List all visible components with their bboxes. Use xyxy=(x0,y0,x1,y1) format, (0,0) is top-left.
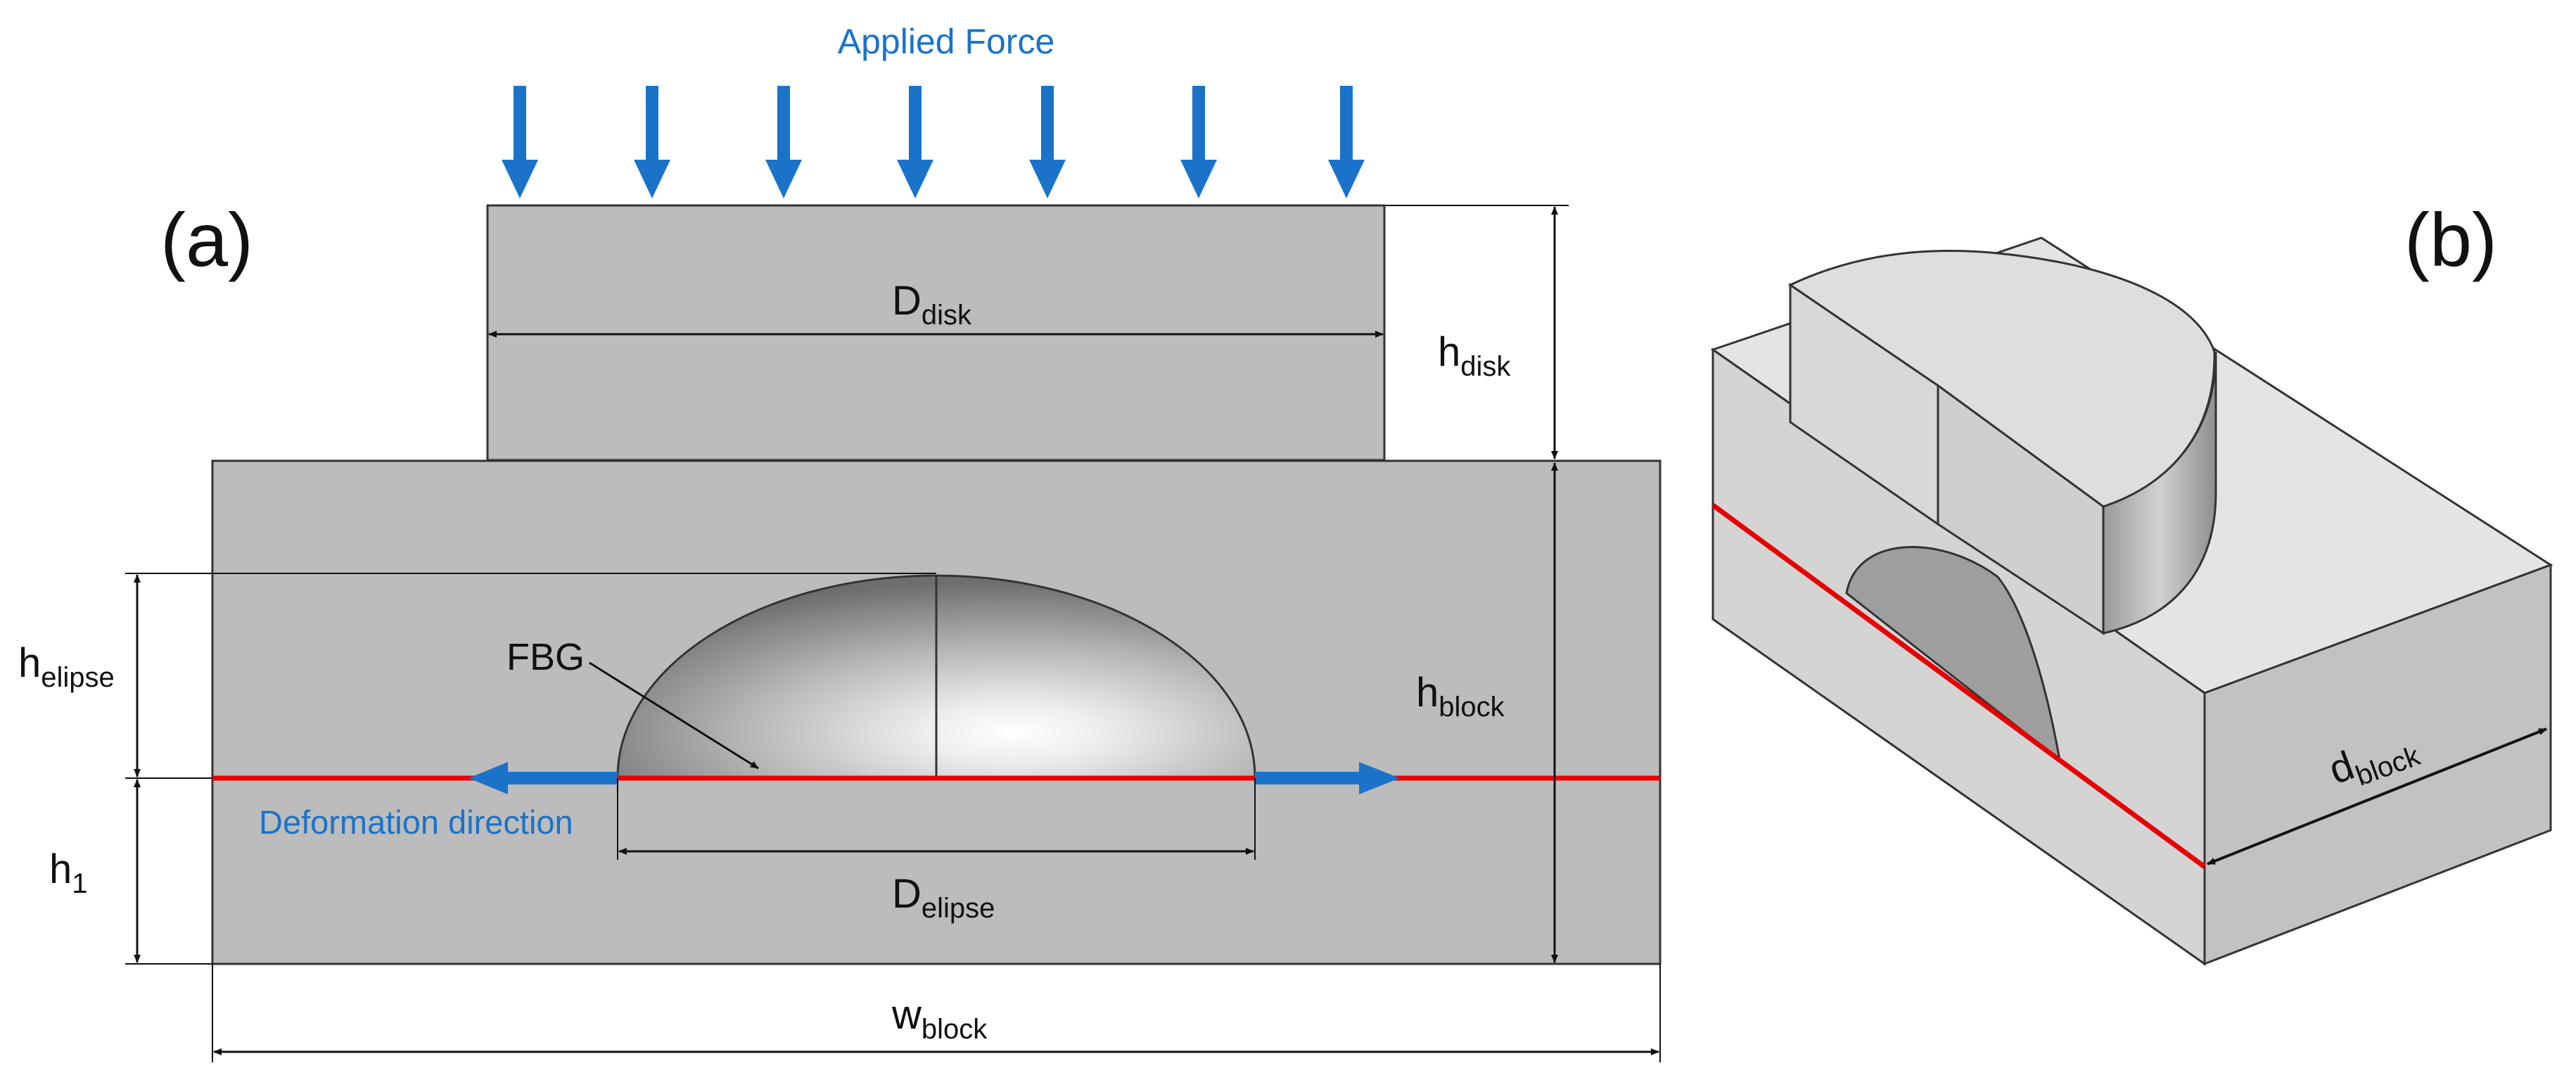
h1-label: h1 xyxy=(49,846,88,899)
deformation-arrow-right xyxy=(1255,762,1400,794)
deformation-arrows xyxy=(468,762,1400,794)
h-elipse-label: helipse xyxy=(18,640,115,693)
fbg-label: FBG xyxy=(506,636,585,678)
panel-a-label: (a) xyxy=(160,197,253,282)
w-block-label: wblock xyxy=(891,992,988,1045)
deformation-direction-label: Deformation direction xyxy=(259,803,573,841)
applied-force-arrows xyxy=(502,86,1365,198)
d-elipse-label: Delipse xyxy=(892,871,995,924)
h-disk-label: hdisk xyxy=(1438,329,1511,382)
disk-top-face xyxy=(1787,249,2216,508)
force-arrow-4 xyxy=(897,86,933,198)
d-disk-label: Ddisk xyxy=(892,278,972,331)
panel-a: (a) Applied Force Deformation direction xyxy=(18,22,1662,1062)
fbg-leader xyxy=(589,661,759,770)
force-arrow-5 xyxy=(1029,86,1066,198)
force-arrow-6 xyxy=(1180,86,1217,198)
applied-force-label: Applied Force xyxy=(838,22,1055,61)
cavity-opening xyxy=(1845,546,2062,763)
deformation-arrow-left xyxy=(468,762,618,794)
disk xyxy=(486,204,1386,462)
force-arrow-2 xyxy=(634,86,670,198)
panel-b: (b) dblock xyxy=(1710,197,2553,966)
panel-b-label: (b) xyxy=(2404,197,2497,282)
force-arrow-3 xyxy=(765,86,802,198)
force-arrow-1 xyxy=(502,86,538,198)
fbg-fiber-3d xyxy=(1711,503,2207,869)
h-block-label: hblock xyxy=(1416,670,1505,723)
d-block-dimension xyxy=(2207,727,2547,865)
force-arrow-7 xyxy=(1328,86,1365,198)
